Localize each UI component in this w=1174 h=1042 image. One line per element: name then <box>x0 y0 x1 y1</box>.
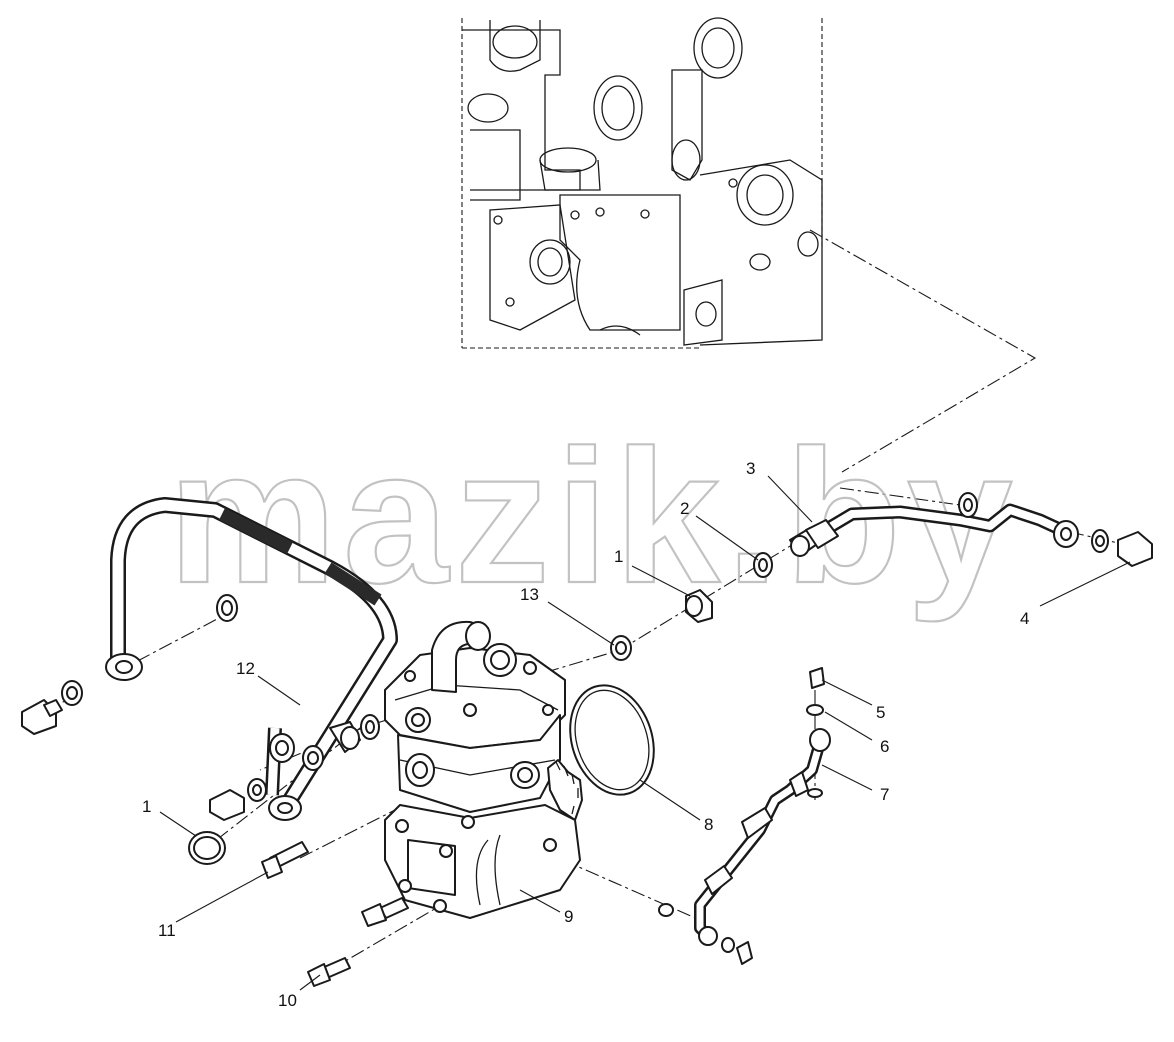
callout-1-upper: 1 <box>614 547 623 566</box>
bolt-10 <box>307 957 351 987</box>
callout-labels: 1 2 3 4 5 6 7 8 9 10 11 12 13 1 <box>142 459 1029 1010</box>
callout-7: 7 <box>880 785 889 804</box>
o-ring-8 <box>569 684 655 796</box>
callout-4: 4 <box>1020 609 1029 628</box>
center-fittings <box>610 552 773 661</box>
callout-8: 8 <box>704 815 713 834</box>
callout-10: 10 <box>278 991 297 1010</box>
bolt-mid <box>361 897 409 927</box>
callout-9: 9 <box>564 907 573 926</box>
callout-11: 11 <box>158 921 176 940</box>
callout-2: 2 <box>680 499 689 518</box>
callout-3: 3 <box>746 459 755 478</box>
air-compressor-9 <box>384 620 583 919</box>
bolt-11 <box>261 841 309 879</box>
callout-13: 13 <box>520 585 539 604</box>
leader-lines <box>159 475 1131 991</box>
callout-1-lower: 1 <box>142 797 151 816</box>
callout-5: 5 <box>876 703 885 722</box>
callout-12: 12 <box>236 659 255 678</box>
callout-6: 6 <box>880 737 889 756</box>
oil-pipe-7 <box>658 667 831 965</box>
engine-block <box>461 17 823 349</box>
left-fittings <box>21 594 380 865</box>
oil-pipe-3 <box>789 492 1153 567</box>
